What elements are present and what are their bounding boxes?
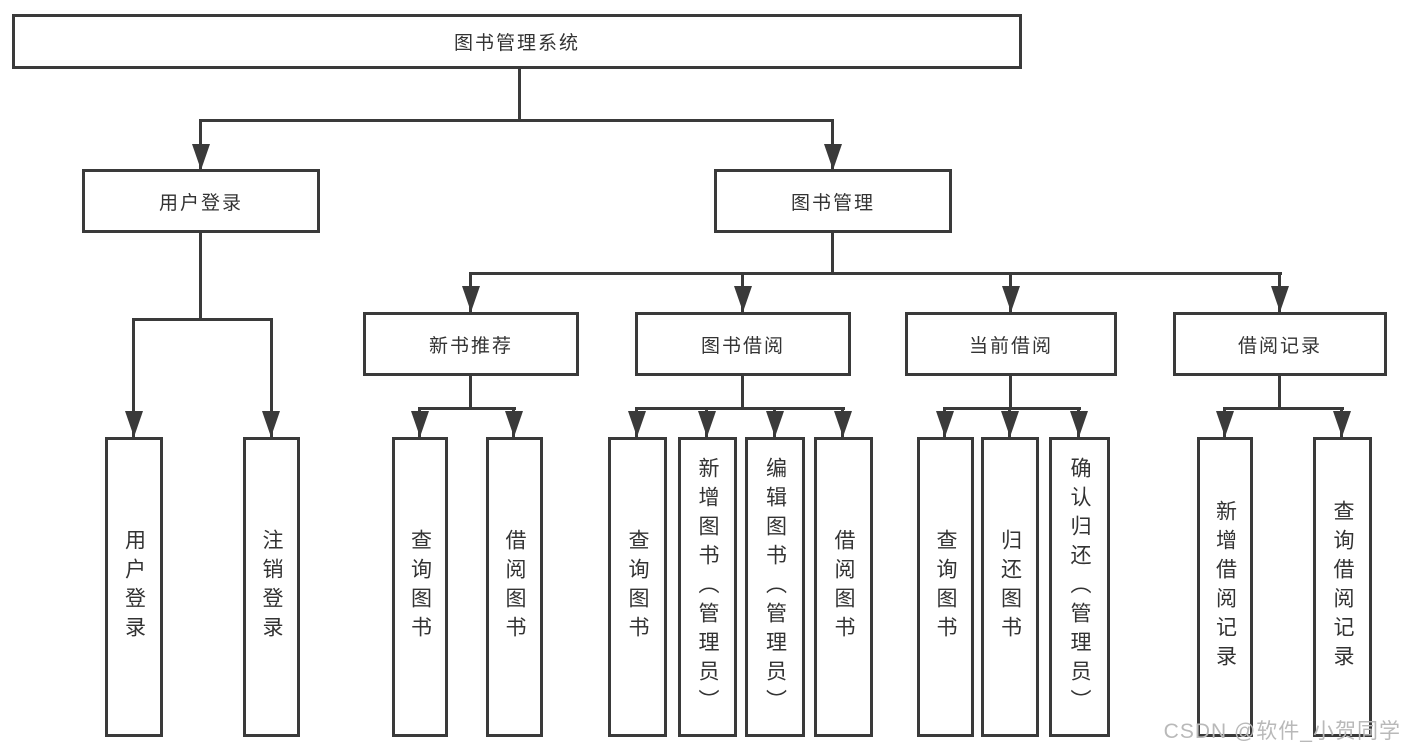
leaf-edit-book-admin: 编辑图书（管理员）	[745, 437, 805, 737]
connector-book-management-bar	[469, 272, 1282, 275]
arrow-down-icon	[1002, 286, 1020, 312]
connector-group3-bar	[1223, 407, 1344, 410]
node-library-management-system: 图书管理系统	[12, 14, 1022, 69]
connector-group3-stem	[1278, 376, 1281, 410]
leaf-add-book-admin: 新增图书（管理员）	[678, 437, 737, 737]
node-user-login: 用户登录	[82, 169, 320, 233]
arrow-down-icon	[766, 411, 784, 437]
leaf-query-books-2: 查询图书	[608, 437, 667, 737]
leaf-borrow-books: 借阅图书	[486, 437, 543, 737]
leaf-confirm-return-admin: 确认归还（管理员）	[1049, 437, 1110, 737]
connector-drop-leaf-logout	[270, 318, 273, 437]
arrow-down-icon	[505, 411, 523, 437]
leaf-return-books: 归还图书	[981, 437, 1039, 737]
leaf-logout: 注销登录	[243, 437, 300, 737]
arrow-down-icon	[192, 144, 210, 170]
arrow-down-icon	[1216, 411, 1234, 437]
connector-user-login-bar	[132, 318, 273, 321]
node-current-borrow: 当前借阅	[905, 312, 1117, 376]
node-book-management: 图书管理	[714, 169, 952, 233]
arrow-down-icon	[834, 411, 852, 437]
arrow-down-icon	[411, 411, 429, 437]
leaf-add-borrow-record: 新增借阅记录	[1197, 437, 1253, 737]
csdn-watermark: CSDN @软件_小贺同学	[1163, 720, 1401, 743]
node-new-book-recommend: 新书推荐	[363, 312, 579, 376]
connector-group2-stem	[1009, 376, 1012, 410]
leaf-user-login: 用户登录	[105, 437, 163, 737]
connector-user-login-stem	[199, 233, 202, 321]
connector-root-bar	[199, 119, 834, 122]
leaf-query-books-3: 查询图书	[917, 437, 974, 737]
arrow-down-icon	[1333, 411, 1351, 437]
arrow-down-icon	[1070, 411, 1088, 437]
arrow-down-icon	[628, 411, 646, 437]
node-book-borrow: 图书借阅	[635, 312, 851, 376]
leaf-query-books: 查询图书	[392, 437, 448, 737]
leaf-borrow-books-2: 借阅图书	[814, 437, 873, 737]
arrow-down-icon	[824, 144, 842, 170]
arrow-down-icon	[262, 411, 280, 437]
connector-group0-bar	[418, 407, 516, 410]
arrow-down-icon	[462, 286, 480, 312]
arrow-down-icon	[1001, 411, 1019, 437]
arrow-down-icon	[734, 286, 752, 312]
connector-root-stem	[518, 69, 521, 122]
connector-book-management-stem	[831, 233, 834, 275]
connector-group2-bar	[943, 407, 1081, 410]
node-borrow-records: 借阅记录	[1173, 312, 1387, 376]
arrow-down-icon	[1271, 286, 1289, 312]
arrow-down-icon	[698, 411, 716, 437]
arrow-down-icon	[125, 411, 143, 437]
arrow-down-icon	[936, 411, 954, 437]
connector-drop-leaf-user-login	[132, 318, 135, 437]
connector-group1-stem	[741, 376, 744, 410]
leaf-query-borrow-record: 查询借阅记录	[1313, 437, 1372, 737]
connector-group0-stem	[469, 376, 472, 410]
connector-group1-bar	[635, 407, 845, 410]
